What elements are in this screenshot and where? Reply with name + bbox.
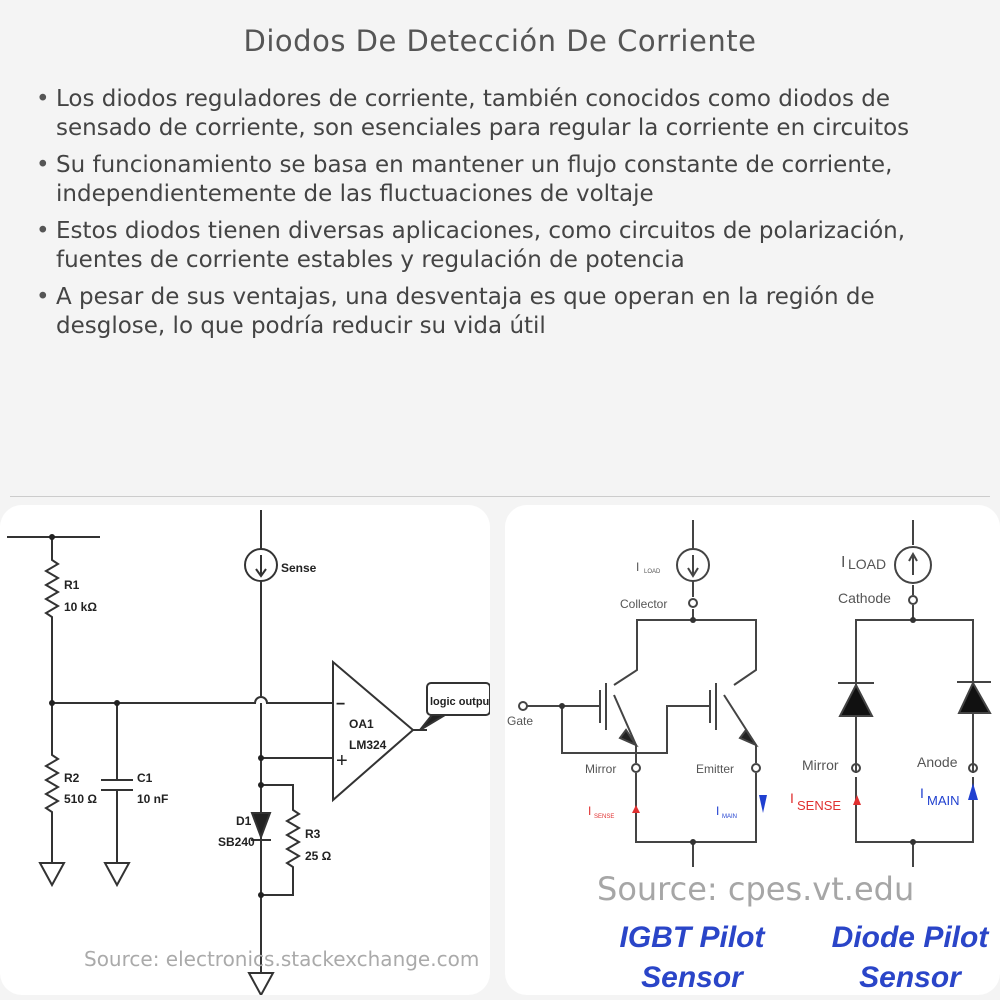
opamp-label: OA1 [349, 717, 374, 731]
igbt-caption-line2: Sensor [641, 961, 745, 994]
minus-sign: − [336, 696, 345, 713]
source-credit-2: Source: cpes.vt.edu [597, 870, 915, 908]
mirror-label-2: Mirror [802, 757, 839, 773]
igbt-caption-line1: IGBT Pilot [620, 921, 767, 954]
source-credit: Source: electronics.stackexchange.com [84, 947, 480, 971]
imain-label: I [716, 804, 719, 818]
plus-sign: + [336, 750, 348, 772]
r3-label: R3 [305, 827, 321, 841]
bullet-item: Su funcionamiento se basa en mantener un… [30, 151, 980, 209]
r2-label: R2 [64, 771, 80, 785]
r2-value: 510 Ω [64, 792, 97, 806]
diode-caption-line1: Diode Pilot [832, 921, 991, 954]
bullet-item: A pesar de sus ventajas, una desventaja … [30, 283, 980, 341]
emitter-label: Emitter [696, 762, 734, 776]
iload-label: I [636, 560, 639, 574]
pilot-sensor-figure: I LOAD Collector Gate Mirror Emitter I S… [505, 505, 1000, 995]
diode-caption-line2: Sensor [859, 961, 963, 994]
cathode-label: Cathode [838, 590, 891, 606]
opamp-part: LM324 [349, 738, 387, 752]
r3-value: 25 Ω [305, 849, 332, 863]
gate-label: Gate [507, 714, 533, 728]
imain-label-2: I [920, 785, 924, 801]
mirror-label: Mirror [585, 762, 616, 776]
bullet-item: Los diodos reguladores de corriente, tam… [30, 85, 980, 143]
iload-subscript-2: LOAD [848, 556, 886, 572]
current-sense-circuit-figure: R1 10 kΩ R2 510 Ω C1 10 nF Sense − + OA1… [0, 505, 493, 998]
isense-label: I [588, 804, 591, 818]
logic-output-label: logic output [430, 696, 490, 708]
pilot-sensor-schematic: I LOAD Collector Gate Mirror Emitter I S… [507, 520, 992, 994]
r1-label: R1 [64, 578, 80, 592]
anode-label: Anode [917, 754, 958, 770]
c1-label: C1 [137, 771, 153, 785]
r1-value: 10 kΩ [64, 600, 97, 614]
iload-subscript: LOAD [644, 569, 661, 575]
isense-label-2: I [790, 790, 794, 806]
isense-subscript-2: SENSE [797, 798, 841, 813]
d1-label: D1 [236, 814, 252, 828]
bullet-list: Los diodos reguladores de corriente, tam… [30, 85, 980, 349]
isense-subscript: SENSE [594, 814, 614, 820]
bullet-item: Estos diodos tienen diversas aplicacione… [30, 217, 980, 275]
c1-value: 10 nF [137, 792, 168, 806]
current-sense-schematic: R1 10 kΩ R2 510 Ω C1 10 nF Sense − + OA1… [7, 510, 493, 998]
imain-subscript: MAIN [722, 814, 737, 820]
sense-label: Sense [281, 561, 317, 575]
page-title: Diodos De Detección De Corriente [243, 24, 757, 58]
collector-label: Collector [620, 597, 667, 611]
divider [10, 496, 990, 497]
d1-part: SB240 [218, 835, 255, 849]
iload-label-2: I [841, 554, 845, 571]
imain-subscript-2: MAIN [927, 793, 960, 808]
